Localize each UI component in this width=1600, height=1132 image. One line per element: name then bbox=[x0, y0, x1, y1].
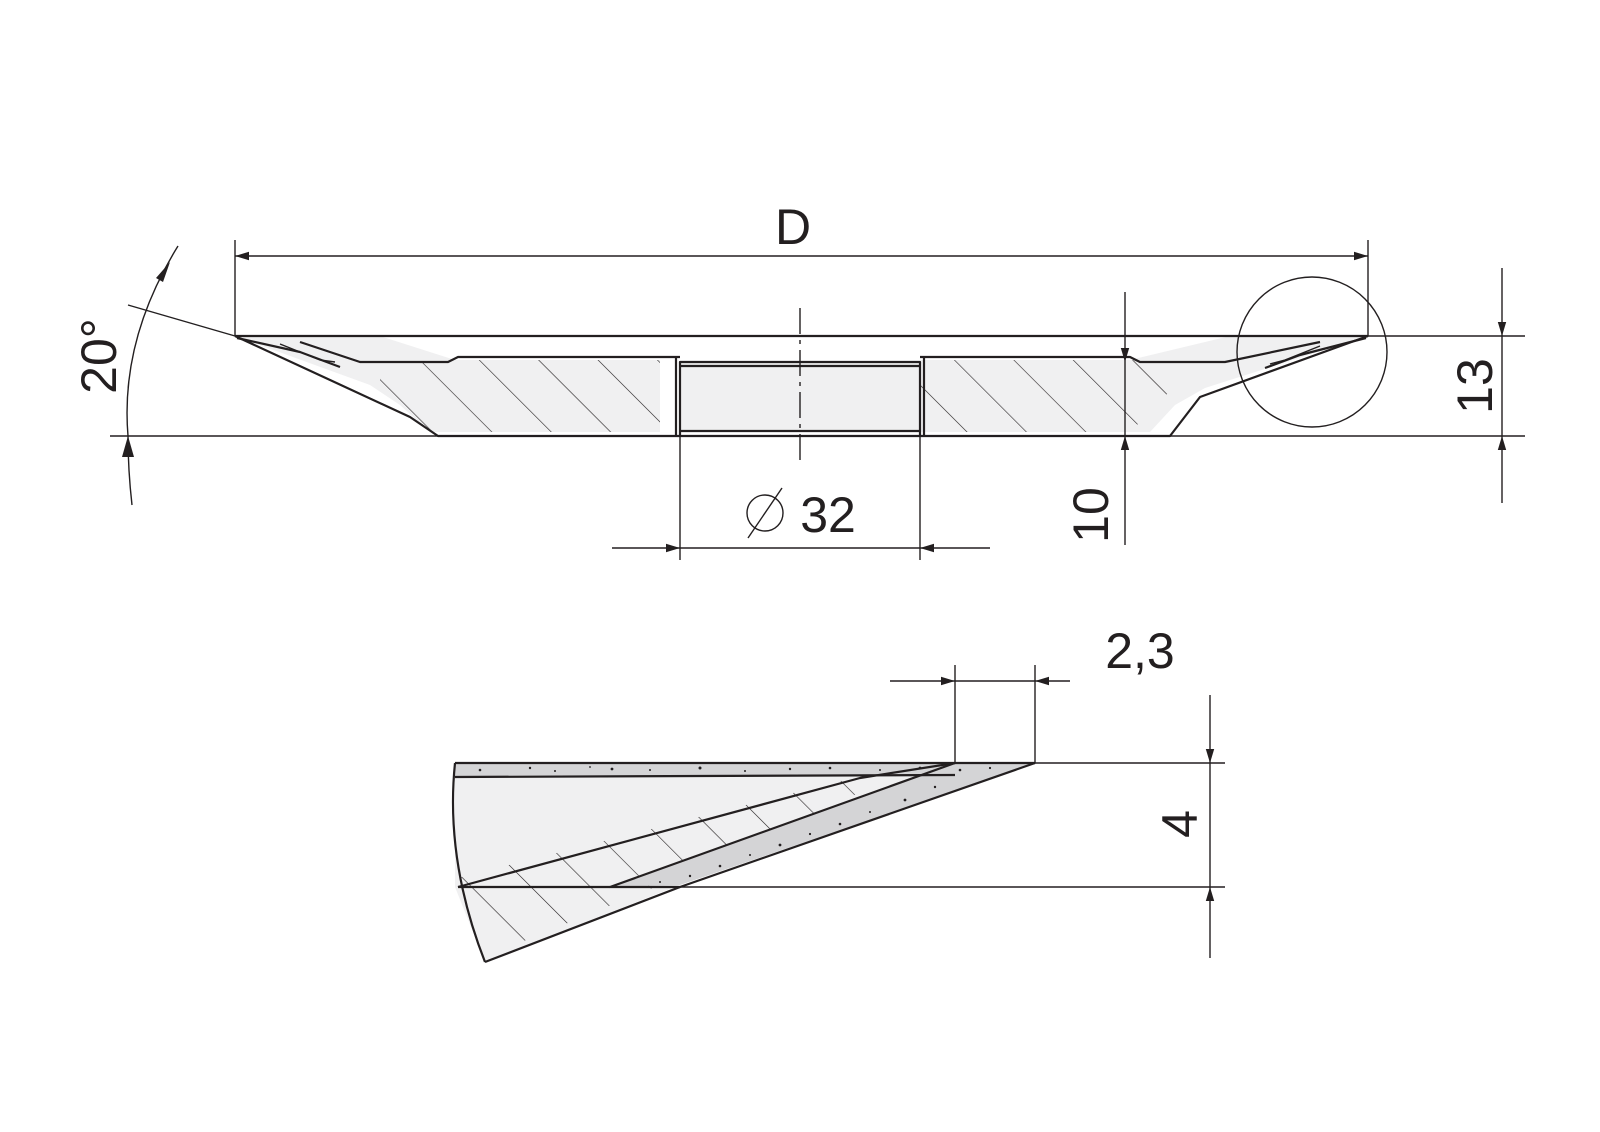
angle-label: 20° bbox=[71, 318, 127, 394]
dimension-angle: 20° bbox=[71, 245, 236, 506]
bore-label: 32 bbox=[800, 487, 856, 543]
dimension-13: 13 bbox=[1447, 268, 1507, 503]
dimension-D: D bbox=[234, 199, 1369, 336]
dimension-10: 10 bbox=[1063, 292, 1130, 545]
wheel-section bbox=[110, 276, 1525, 465]
dimension-bore: 32 bbox=[612, 436, 990, 560]
height-body-label: 10 bbox=[1063, 487, 1119, 543]
detail-circle bbox=[1236, 276, 1388, 428]
outer-diameter-label: D bbox=[775, 199, 811, 255]
rim-detail bbox=[450, 760, 1036, 964]
dimension-rim-width: 2,3 bbox=[890, 623, 1175, 763]
rim-thickness-label: 4 bbox=[1152, 810, 1208, 838]
abrasive-grain-texture bbox=[478, 766, 992, 883]
dimension-rim-thickness: 4 bbox=[680, 695, 1225, 958]
diameter-symbol-icon bbox=[746, 487, 784, 539]
height-total-label: 13 bbox=[1447, 358, 1503, 414]
rim-width-label: 2,3 bbox=[1105, 623, 1175, 679]
